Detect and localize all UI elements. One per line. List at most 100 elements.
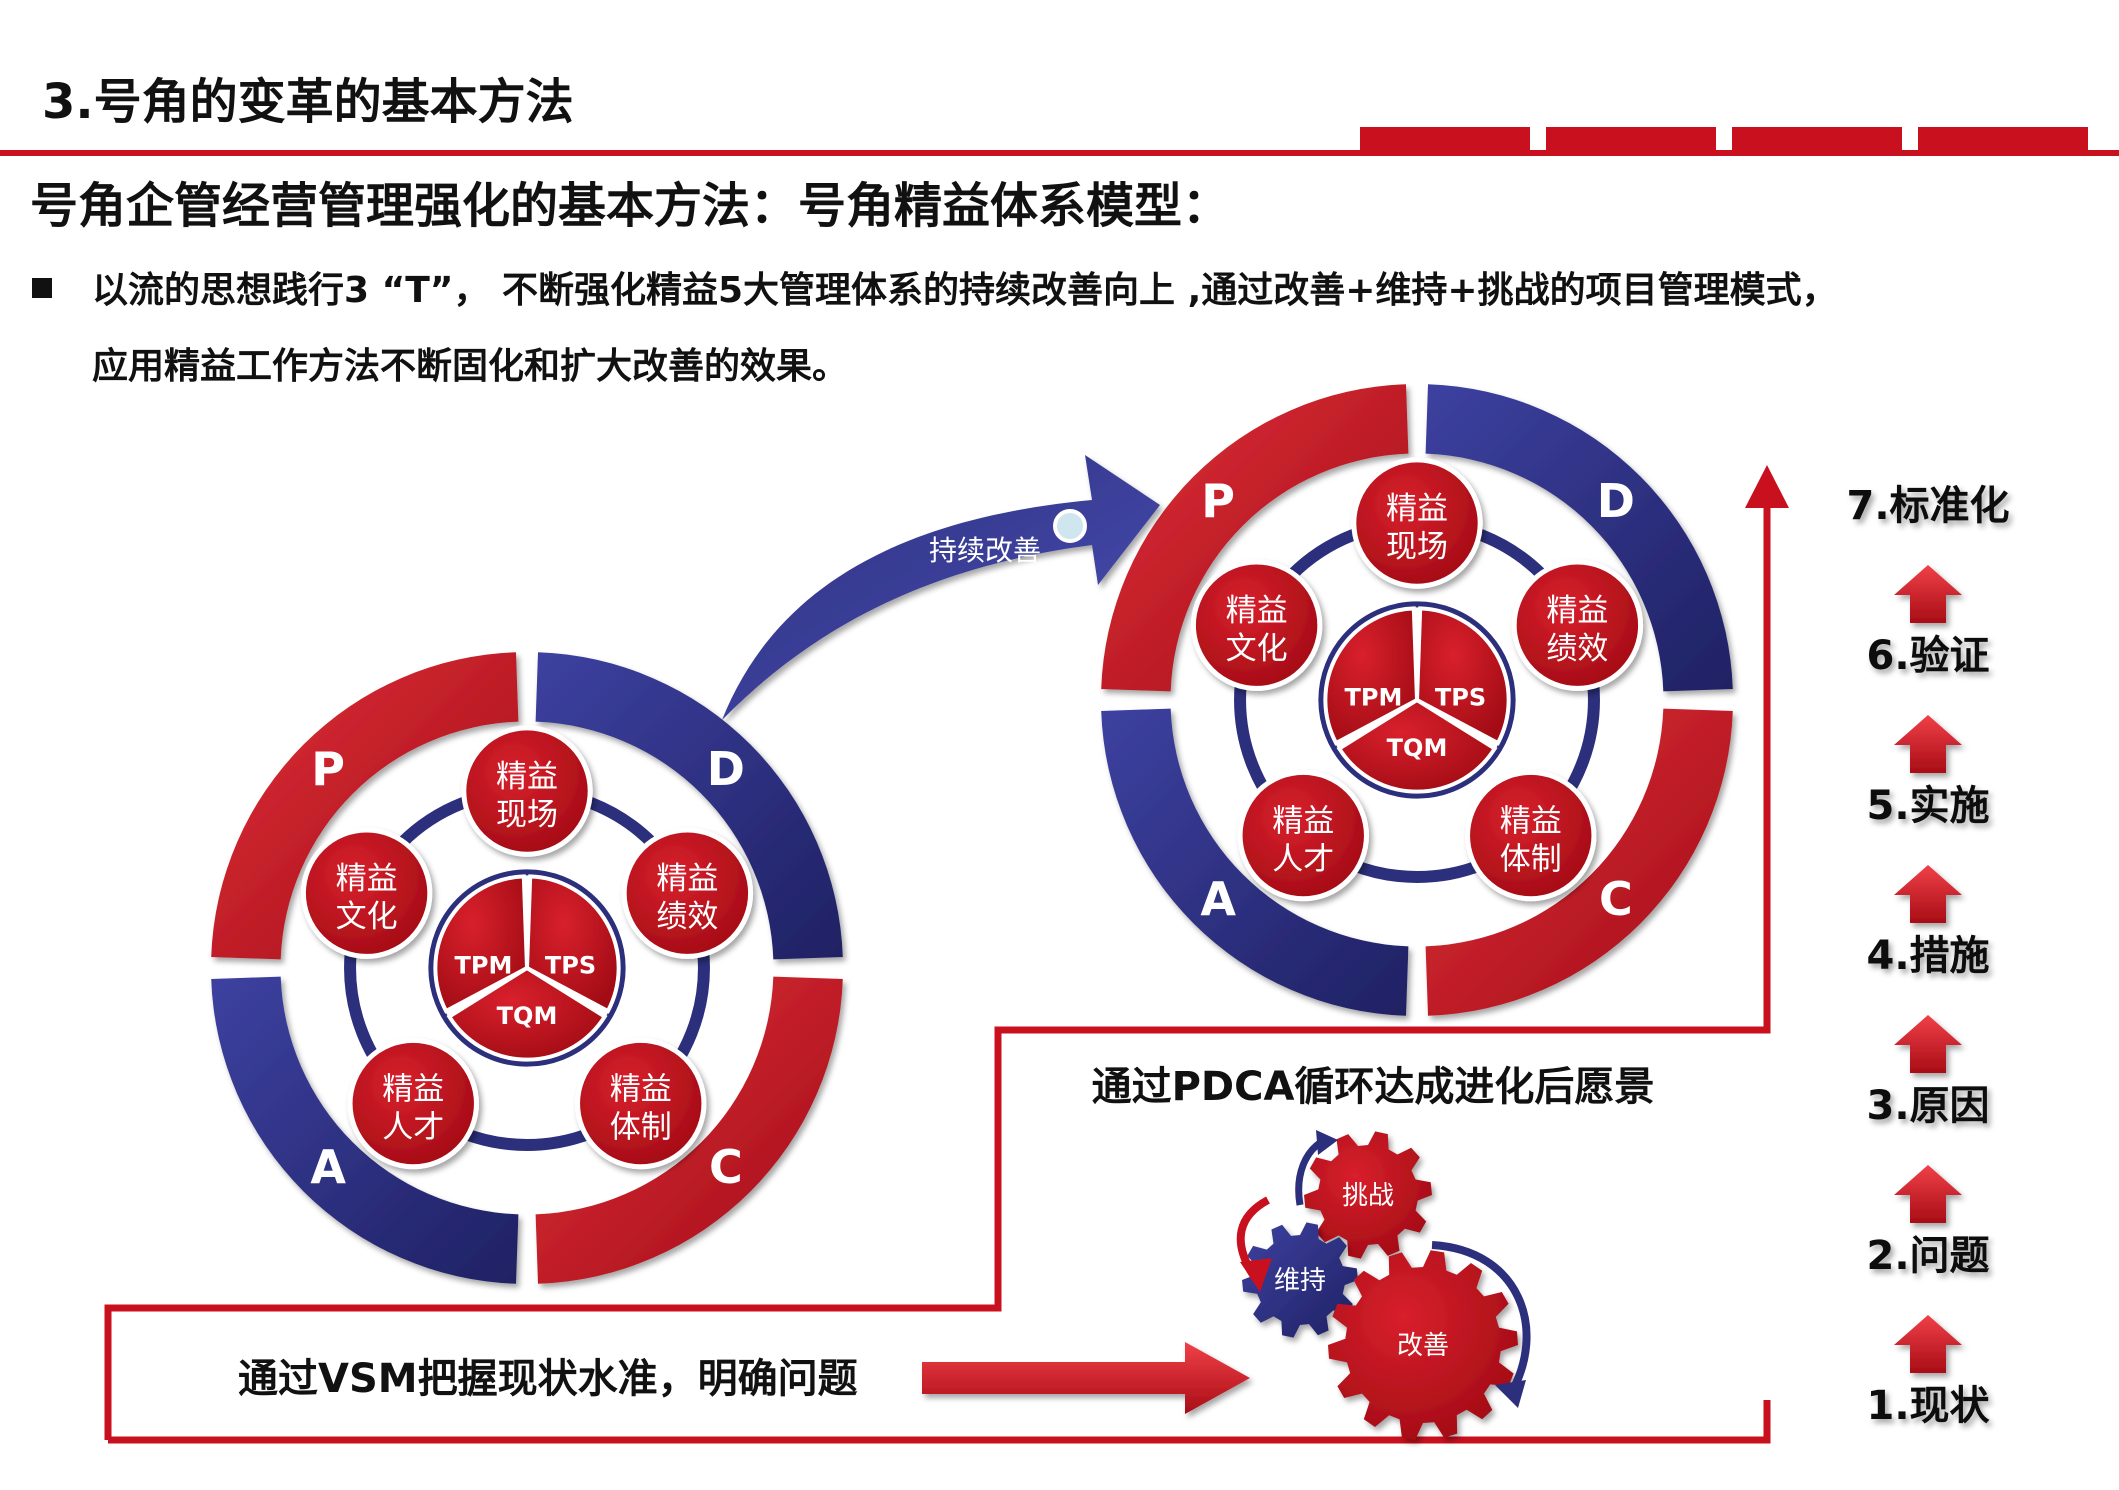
improve-gear-icon: 改善 — [1328, 1250, 1518, 1440]
header-rule — [0, 127, 2119, 156]
arrow-label: 持续改善 — [929, 534, 1041, 567]
arrow-dot-icon — [1053, 509, 1087, 543]
left-lean-node-circle — [461, 725, 593, 857]
step-up-arrow-icon — [1894, 1165, 1962, 1223]
left-pdca-segment-c — [535, 976, 843, 1284]
right-pdca-segment-d — [1425, 384, 1733, 692]
left-core-label: TPS — [545, 951, 596, 979]
bullet-line-1: 以流的思想践行3 “T”， 不断强化精益5大管理体系的持续改善向上 ,通过改善+… — [92, 270, 1838, 311]
vsm-label: 通过VSM把握现状水准，明确问题 — [238, 1356, 858, 1402]
right-pdca-label-a: A — [1200, 872, 1236, 926]
right-lean-node-circle — [1190, 559, 1323, 691]
left-core-sector — [433, 874, 530, 1014]
staircase-frame — [104, 465, 1789, 1444]
left-lean-node-line2: 人才 — [382, 1110, 444, 1146]
cycle-arrowhead-icon — [1316, 1130, 1338, 1155]
challenge-gear-icon: 挑战 — [1304, 1131, 1432, 1259]
cycle-arrowhead-icon — [1495, 1380, 1526, 1408]
right-lean-node-circle — [1237, 769, 1369, 902]
step-up-arrow-icon — [1894, 1015, 1962, 1073]
step-up-arrow-icon — [1894, 1315, 1962, 1373]
right-pdca-segment-p — [1101, 384, 1409, 692]
left-lean-node-line1: 精益 — [382, 1072, 444, 1108]
left-lean-node-line2: 绩效 — [656, 899, 718, 935]
left-lean-node-line1: 精益 — [656, 861, 718, 897]
left-lean-node-line1: 精益 — [336, 861, 398, 897]
right-lean-node-circle — [1465, 769, 1597, 902]
maintain-gear-label: 维持 — [1274, 1266, 1326, 1296]
step-label: 2.问题 — [1866, 1233, 1989, 1279]
right-lean-node-line1: 精益 — [1386, 491, 1448, 527]
left-pdca-label-a: A — [310, 1140, 346, 1194]
maintain-gear-icon: 维持 — [1242, 1222, 1358, 1338]
right-lean-node-line2: 绩效 — [1546, 631, 1608, 667]
staircase-up-arrow-icon — [1745, 465, 1789, 508]
right-core-sector — [1323, 606, 1420, 746]
left-lean-node-line2: 现场 — [496, 797, 558, 833]
left-core-sector — [524, 874, 621, 1014]
section-title: 3.号角的变革的基本方法 — [42, 74, 574, 130]
left-core-label: TPM — [455, 951, 513, 979]
left-pdca-label-d: D — [707, 742, 745, 796]
step-label: 5.实施 — [1866, 783, 1989, 829]
left-core-ring — [428, 869, 626, 1067]
right-pdca-label-d: D — [1597, 474, 1635, 528]
improve-gear-label: 改善 — [1397, 1331, 1449, 1361]
left-lean-node-circle — [575, 1037, 707, 1170]
right-lean-node-line2: 现场 — [1386, 529, 1448, 565]
right-core-label: TPS — [1435, 683, 1486, 711]
left-lean-node-line1: 精益 — [610, 1072, 672, 1108]
left-core-sector — [446, 965, 608, 1062]
right-core-sector — [1414, 606, 1511, 746]
cycle-arrow-icon — [1431, 1241, 1531, 1398]
left-lean-node-line2: 体制 — [610, 1110, 672, 1146]
step-up-arrow-icon — [1894, 715, 1962, 773]
left-lean-node-line2: 文化 — [336, 899, 398, 935]
left-pdca-label-c: C — [709, 1140, 743, 1194]
step-label: 1.现状 — [1866, 1383, 1990, 1429]
step-up-arrow-icon — [1894, 865, 1962, 923]
step-up-arrow-icon — [1894, 565, 1962, 623]
page-subtitle: 号角企管经营管理强化的基本方法：号角精益体系模型： — [30, 178, 1230, 234]
right-pdca-segment-a — [1101, 708, 1409, 1016]
right-core-ring — [1318, 601, 1516, 799]
right-pdca-label-p: P — [1201, 474, 1235, 528]
right-lean-node-line2: 体制 — [1500, 842, 1562, 878]
left-pdca-segment-p — [211, 652, 519, 960]
bullet-line-2: 应用精益工作方法不断固化和扩大改善的效果。 — [92, 346, 848, 387]
step-label: 3.原因 — [1866, 1083, 1989, 1129]
bullet-square — [32, 278, 52, 298]
right-lean-node-circle — [1511, 559, 1644, 691]
vsm-right-arrow-icon — [922, 1342, 1250, 1414]
left-core-label: TQM — [497, 1002, 558, 1030]
left-pdca-label-p: P — [311, 742, 345, 796]
challenge-gear-label: 挑战 — [1342, 1181, 1394, 1211]
left-lean-node-circle — [300, 827, 433, 959]
right-lean-node-line1: 精益 — [1272, 804, 1334, 840]
right-lean-node-line2: 文化 — [1226, 631, 1288, 667]
left-pdca-segment-d — [535, 652, 843, 960]
right-core-label: TQM — [1387, 734, 1448, 762]
right-core-label: TPM — [1345, 683, 1403, 711]
left-lean-node-circle — [347, 1037, 479, 1170]
right-lean-node-line2: 人才 — [1272, 842, 1334, 878]
right-lean-node-line1: 精益 — [1546, 593, 1608, 629]
right-lean-node-circle — [1351, 457, 1483, 589]
left-lean-node-circle — [621, 827, 754, 959]
right-lean-node-line1: 精益 — [1226, 593, 1288, 629]
left-pdca-segment-a — [211, 976, 519, 1284]
cycle-arrowhead-icon — [1240, 1258, 1272, 1292]
